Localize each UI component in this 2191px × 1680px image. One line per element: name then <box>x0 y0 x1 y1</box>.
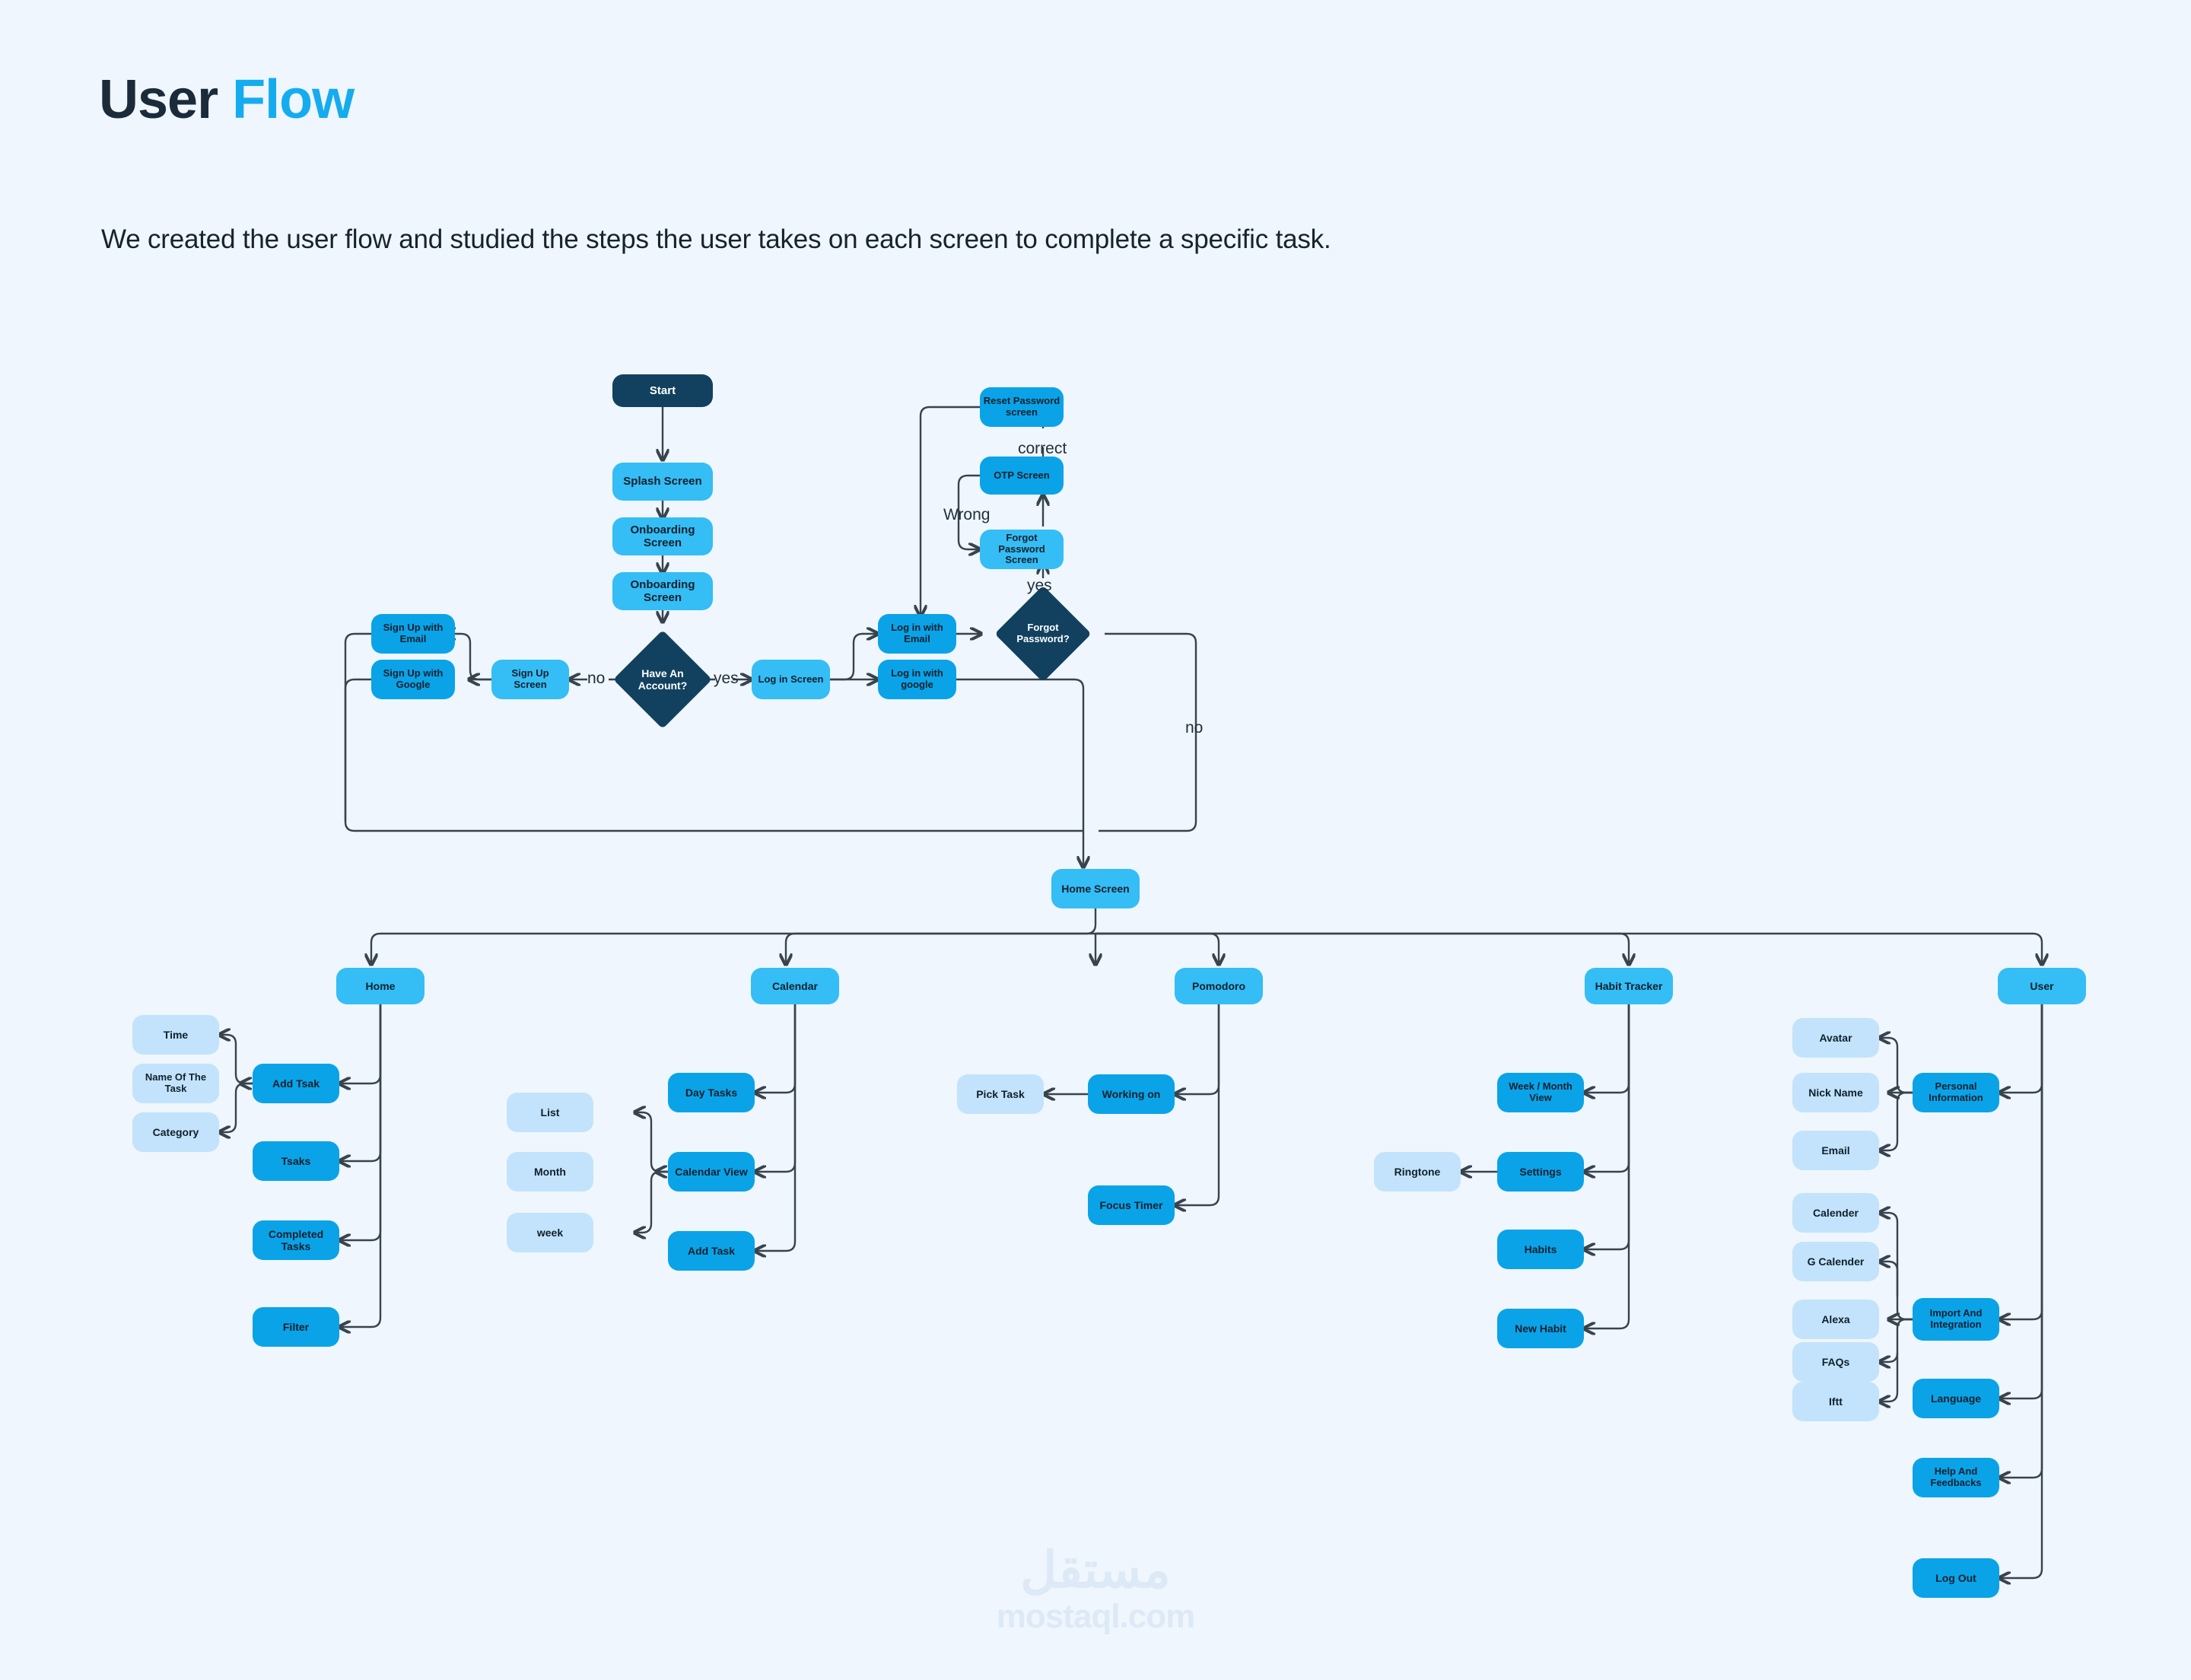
node-sign-up-with-google[interactable]: Sign Up with Google <box>371 660 455 699</box>
node-otp-screen[interactable]: OTP Screen <box>980 457 1064 495</box>
node-list[interactable]: List <box>507 1093 593 1132</box>
node-iftt[interactable]: Iftt <box>1792 1382 1879 1421</box>
node-nick-name[interactable]: Nick Name <box>1792 1073 1879 1112</box>
node-settings[interactable]: Settings <box>1497 1152 1584 1192</box>
node-working-on[interactable]: Working on <box>1088 1074 1175 1114</box>
node-day-tasks[interactable]: Day Tasks <box>668 1073 755 1112</box>
node-forgot-password-decision[interactable]: Forgot Password? <box>994 585 1092 682</box>
edge-label-no-signup: no <box>587 670 606 687</box>
node-habits[interactable]: Habits <box>1497 1230 1584 1269</box>
node-avatar[interactable]: Avatar <box>1792 1018 1879 1058</box>
node-user[interactable]: User <box>1998 968 2086 1004</box>
node-onboarding-screen-2[interactable]: Onboarding Screen <box>612 572 713 610</box>
page-title: User Flow <box>99 69 355 130</box>
node-log-in-with-email[interactable]: Log in with Email <box>878 614 956 654</box>
node-calendar[interactable]: Calendar <box>751 968 839 1004</box>
node-month[interactable]: Month <box>507 1152 593 1192</box>
node-add-task[interactable]: Add Tsak <box>253 1064 339 1103</box>
watermark-latin: mostaql.com <box>996 1598 1195 1635</box>
node-calender[interactable]: Calender <box>1792 1193 1879 1233</box>
node-reset-password-screen[interactable]: Reset Password screen <box>980 387 1064 427</box>
node-calendar-view[interactable]: Calendar View <box>668 1152 755 1192</box>
node-habit-tracker[interactable]: Habit Tracker <box>1585 968 1673 1004</box>
node-personal-information[interactable]: Personal Information <box>1913 1073 1999 1112</box>
node-ringtone[interactable]: Ringtone <box>1374 1152 1461 1192</box>
node-start[interactable]: Start <box>612 374 713 407</box>
node-focus-timer[interactable]: Focus Timer <box>1088 1185 1175 1225</box>
node-import-and-integration[interactable]: Import And Integration <box>1913 1298 1999 1341</box>
node-home[interactable]: Home <box>336 968 425 1004</box>
node-language[interactable]: Language <box>1913 1379 1999 1418</box>
node-filter[interactable]: Filter <box>253 1307 339 1347</box>
node-new-habit[interactable]: New Habit <box>1497 1309 1584 1348</box>
watermark-arabic: مستقل <box>1020 1542 1171 1598</box>
node-log-in-with-google[interactable]: Log in with google <box>878 660 956 699</box>
node-category[interactable]: Category <box>132 1112 219 1152</box>
node-g-calender[interactable]: G Calender <box>1792 1242 1879 1281</box>
node-forgot-password-screen[interactable]: Forgot Password Screen <box>980 530 1064 569</box>
node-email[interactable]: Email <box>1792 1131 1879 1170</box>
have-an-account-label: Have An Account? <box>638 667 688 692</box>
page-header: User Flow <box>99 69 355 130</box>
node-log-in-screen[interactable]: Log in Screen <box>752 660 830 699</box>
node-home-screen[interactable]: Home Screen <box>1051 869 1140 908</box>
node-completed-tasks[interactable]: Completed Tasks <box>253 1220 339 1260</box>
edge-label-yes-forgot: yes <box>1027 577 1052 594</box>
node-onboarding-screen-1[interactable]: Onboarding Screen <box>612 517 713 555</box>
watermark: مستقل mostaql.com <box>943 1545 1248 1638</box>
node-pick-task[interactable]: Pick Task <box>957 1074 1044 1114</box>
node-week-month-view[interactable]: Week / Month View <box>1497 1073 1584 1112</box>
edge-label-wrong: Wrong <box>943 506 991 523</box>
node-help-and-feedbacks[interactable]: Help And Feedbacks <box>1913 1458 1999 1497</box>
node-sign-up-screen[interactable]: Sign Up Screen <box>491 660 569 699</box>
node-faqs[interactable]: FAQs <box>1792 1342 1879 1382</box>
node-calendar-add-task[interactable]: Add Task <box>668 1231 755 1271</box>
edge-label-no-home: no <box>1185 719 1204 737</box>
node-sign-up-with-email[interactable]: Sign Up with Email <box>371 614 455 654</box>
node-week[interactable]: week <box>507 1213 593 1252</box>
node-name-of-the-task[interactable]: Name Of The Task <box>132 1064 219 1103</box>
node-pomodoro[interactable]: Pomodoro <box>1175 968 1263 1004</box>
page-title-part1: User <box>99 69 218 130</box>
node-time[interactable]: Time <box>132 1015 219 1055</box>
node-tasks[interactable]: Tsaks <box>253 1141 339 1181</box>
page-title-part2: Flow <box>232 69 355 130</box>
node-splash-screen[interactable]: Splash Screen <box>612 463 713 501</box>
node-alexa[interactable]: Alexa <box>1792 1300 1879 1339</box>
page-subtitle: We created the user flow and studied the… <box>101 224 1331 254</box>
edge-label-yes-login: yes <box>714 670 739 687</box>
node-have-an-account-decision[interactable]: Have An Account? <box>612 629 713 730</box>
node-log-out[interactable]: Log Out <box>1913 1558 1999 1598</box>
forgot-password-decision-label: Forgot Password? <box>1016 622 1070 644</box>
edge-label-correct: correct <box>1018 440 1067 457</box>
